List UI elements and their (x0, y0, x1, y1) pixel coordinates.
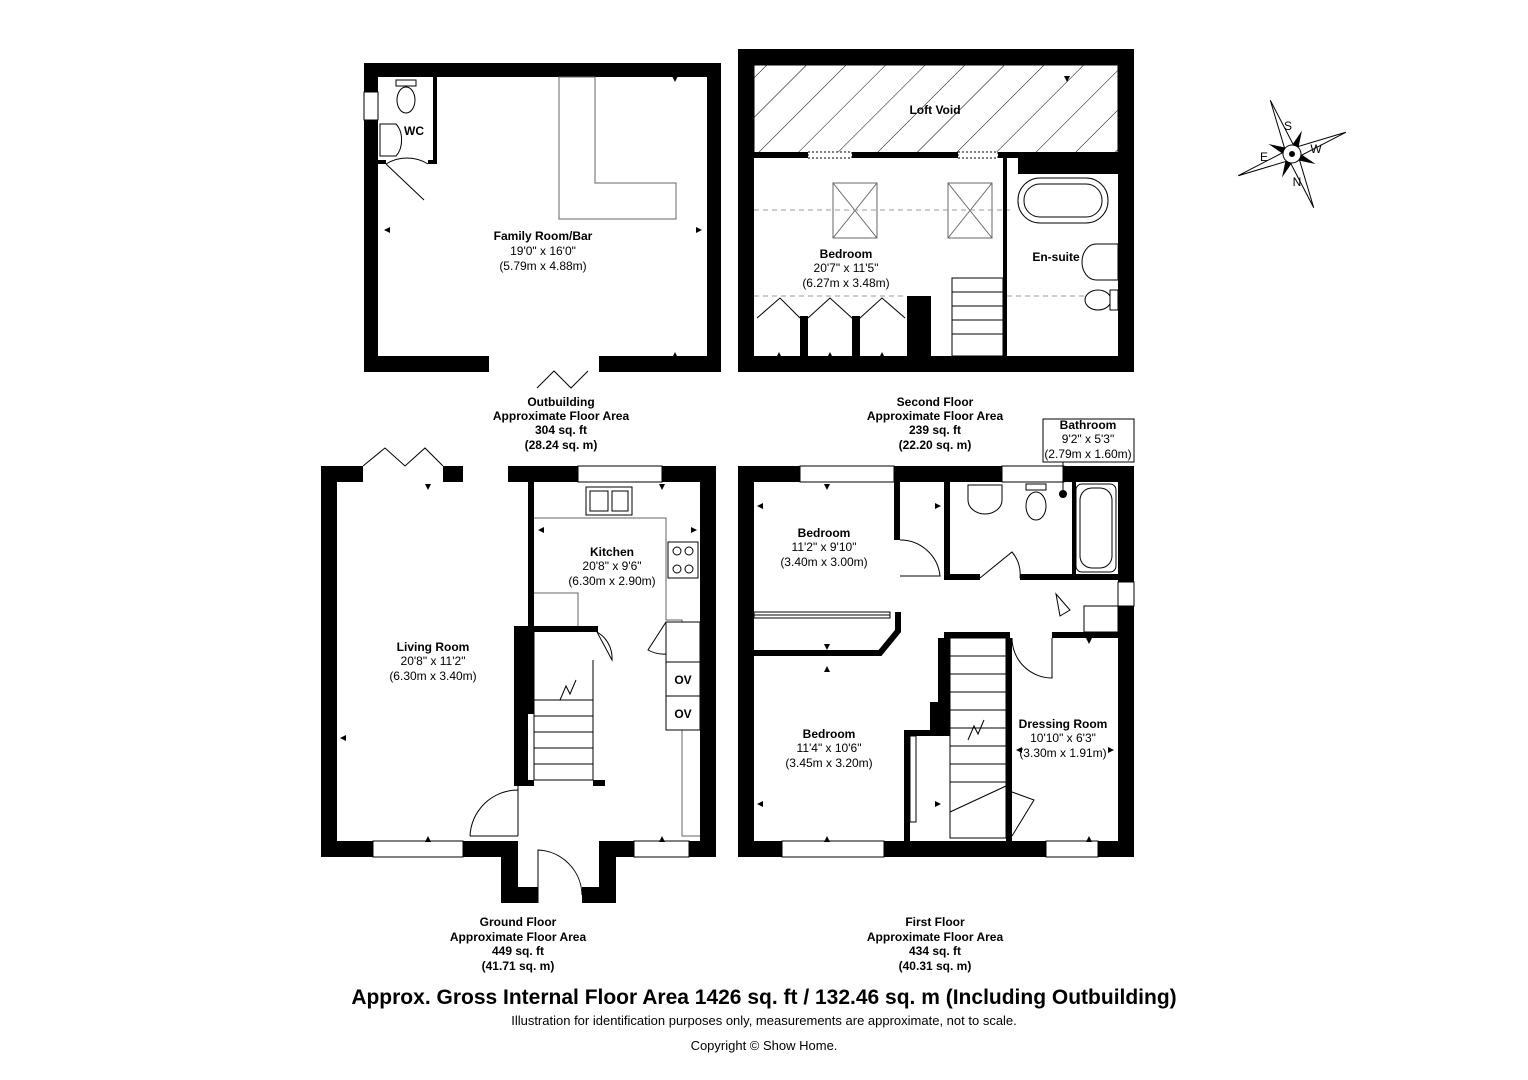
oven-unit (665, 661, 701, 697)
compass-w: W (1310, 142, 1322, 156)
first-bedroom-2-dims-metric: (3.45m x 3.20m) (785, 756, 872, 770)
hob-icon (667, 541, 699, 579)
living-room-dims-imperial: 20'8" x 11'2" (401, 654, 466, 668)
ground-floor-sqm: (41.71 sq. m) (482, 959, 555, 973)
sink-icon (585, 486, 633, 516)
toilet-icon (1084, 289, 1119, 311)
loft-void-area (753, 64, 1119, 154)
bifold-door (536, 370, 589, 389)
first-bedroom-2-dims-imperial: 11'4" x 10'6" (797, 741, 862, 755)
living-room-dims-metric: (6.30m x 3.40m) (389, 669, 476, 683)
stairs (949, 637, 1007, 839)
illustration-disclaimer: Illustration for identification purposes… (511, 1013, 1017, 1028)
copyright-notice: Copyright © Show Home. (690, 1038, 838, 1053)
first-bedroom-2-name: Bedroom (803, 727, 856, 741)
dressing-room-dims-imperial: 10'10" x 6'3" (1030, 731, 1096, 745)
bathroom-label-box (1042, 418, 1135, 463)
second-floor-plan (738, 49, 1134, 372)
first-floor-area-label: Approximate Floor Area (867, 930, 1004, 944)
family-room-dims-imperial: 19'0" x 16'0" (510, 244, 576, 258)
kitchen-name: Kitchen (590, 545, 634, 559)
first-floor-title: First Floor (905, 915, 965, 929)
basin-icon (967, 484, 1003, 515)
ground-floor-area-label: Approximate Floor Area (450, 930, 587, 944)
second-bedroom-dims-metric: (6.27m x 3.48m) (802, 276, 889, 290)
basin-icon (1081, 243, 1119, 281)
family-room-dims-metric: (5.79m x 4.88m) (499, 259, 586, 273)
basin-icon (379, 123, 403, 157)
toilet-icon (395, 79, 417, 114)
ground-floor-sqft: 449 sq. ft (492, 944, 544, 958)
second-floor-title: Second Floor (897, 395, 974, 409)
first-bedroom-1-dims-metric: (3.40m x 3.00m) (780, 555, 867, 569)
kitchen-dims-metric: (6.30m x 2.90m) (568, 574, 655, 588)
compass-s: S (1284, 119, 1292, 133)
outbuilding-sqft: 304 sq. ft (535, 423, 587, 437)
stairs (533, 632, 594, 781)
oven-unit (665, 695, 701, 731)
toilet-icon (1025, 483, 1047, 521)
bathroom-dims-imperial: 9'2" x 5'3" (1062, 432, 1114, 446)
ground-floor-title: Ground Floor (480, 915, 557, 929)
compass-e: E (1260, 150, 1268, 164)
second-floor-sqm: (22.20 sq. m) (899, 438, 972, 452)
wc-label: WC (404, 124, 424, 138)
bathroom-name: Bathroom (1060, 418, 1117, 432)
first-floor-plan (738, 465, 1135, 858)
bathtub-icon (1017, 177, 1109, 224)
first-floor-sqft: 434 sq. ft (909, 944, 961, 958)
en-suite-label: En-suite (1032, 250, 1080, 264)
outbuilding-sqm: (28.24 sq. m) (525, 438, 598, 452)
bathtub-icon (1075, 483, 1117, 573)
first-bedroom-1-name: Bedroom (798, 526, 851, 540)
compass-rose-icon (1237, 99, 1347, 209)
outbuilding-plan (363, 63, 721, 389)
gross-area-title: Approx. Gross Internal Floor Area 1426 s… (351, 986, 1177, 1009)
bathroom-dims-metric: (2.79m x 1.60m) (1044, 447, 1131, 461)
oven-label-2: OV (674, 707, 691, 721)
second-bedroom-name: Bedroom (820, 247, 873, 261)
second-floor-sqft: 239 sq. ft (909, 423, 961, 437)
kitchen-dims-imperial: 20'8" x 9'6" (582, 559, 641, 573)
living-room-name: Living Room (397, 640, 470, 654)
oven-label-1: OV (674, 673, 691, 687)
dressing-room-name: Dressing Room (1019, 717, 1108, 731)
compass-n: N (1293, 175, 1302, 189)
first-bedroom-1-dims-imperial: 11'2" x 9'10" (792, 540, 857, 554)
outbuilding-area-label: Approximate Floor Area (493, 409, 630, 423)
second-bedroom-dims-imperial: 20'7" x 11'5" (814, 261, 879, 275)
bar-counter (558, 76, 677, 220)
loft-void-label: Loft Void (909, 103, 960, 117)
stairs (951, 277, 1004, 357)
family-room-name: Family Room/Bar (494, 229, 593, 243)
second-floor-area-label: Approximate Floor Area (867, 409, 1004, 423)
ground-floor-plan (321, 447, 716, 903)
first-floor-sqm: (40.31 sq. m) (899, 959, 972, 973)
outbuilding-title: Outbuilding (527, 395, 594, 409)
dressing-room-dims-metric: (3.30m x 1.91m) (1019, 746, 1106, 760)
